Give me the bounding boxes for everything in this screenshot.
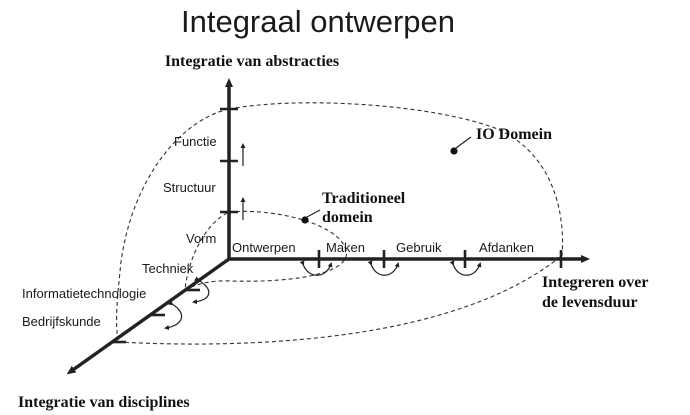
traditional-domain-boundary [184,210,347,291]
page-title: Integraal ontwerpen [181,4,455,39]
horizontal-axis-label-line2: de levensduur [542,294,638,311]
phase-label-dispose: Afdanken [479,240,534,255]
discipline-label-business: Bedrijfskunde [22,314,101,329]
discipline-feedback-arrow [164,300,183,330]
io-domain-pointer [455,136,472,149]
io-domain-label: IO Domein [476,126,552,143]
lifecycle-feedback-arrow [367,260,400,276]
level-label-structure: Structuur [163,180,216,195]
vertical-axis-label: Integratie van abstracties [165,53,339,70]
lifecycle-feedback-arrow [449,260,482,276]
level-label-function: Functie [174,134,217,149]
phase-label-use: Gebruik [396,240,442,255]
diagonal-axis-label: Integratie van disciplines [18,394,190,411]
traditional-domain-pointer-dot [301,216,309,224]
discipline-feedback-arrow [192,276,210,305]
traditional-domain-label-line2: domein [322,209,373,226]
io-domain-boundary-bottom [117,256,561,345]
diagonal-axis [66,257,231,375]
horizontal-axis-label-line1: Integreren over [542,274,648,291]
traditional-domain-label-line1: Traditioneel [322,190,406,207]
traditional-domain-pointer [306,209,321,218]
io-domain-pointer-dot [450,147,458,155]
level-label-form: Vorm [186,231,216,246]
discipline-label-technique: Techniek [142,261,194,276]
phase-label-make: Maken [326,240,365,255]
lifecycle-feedback-arrow [299,260,333,276]
phase-label-design: Ontwerpen [232,240,296,255]
discipline-label-it: Informatietechnologie [22,286,146,301]
